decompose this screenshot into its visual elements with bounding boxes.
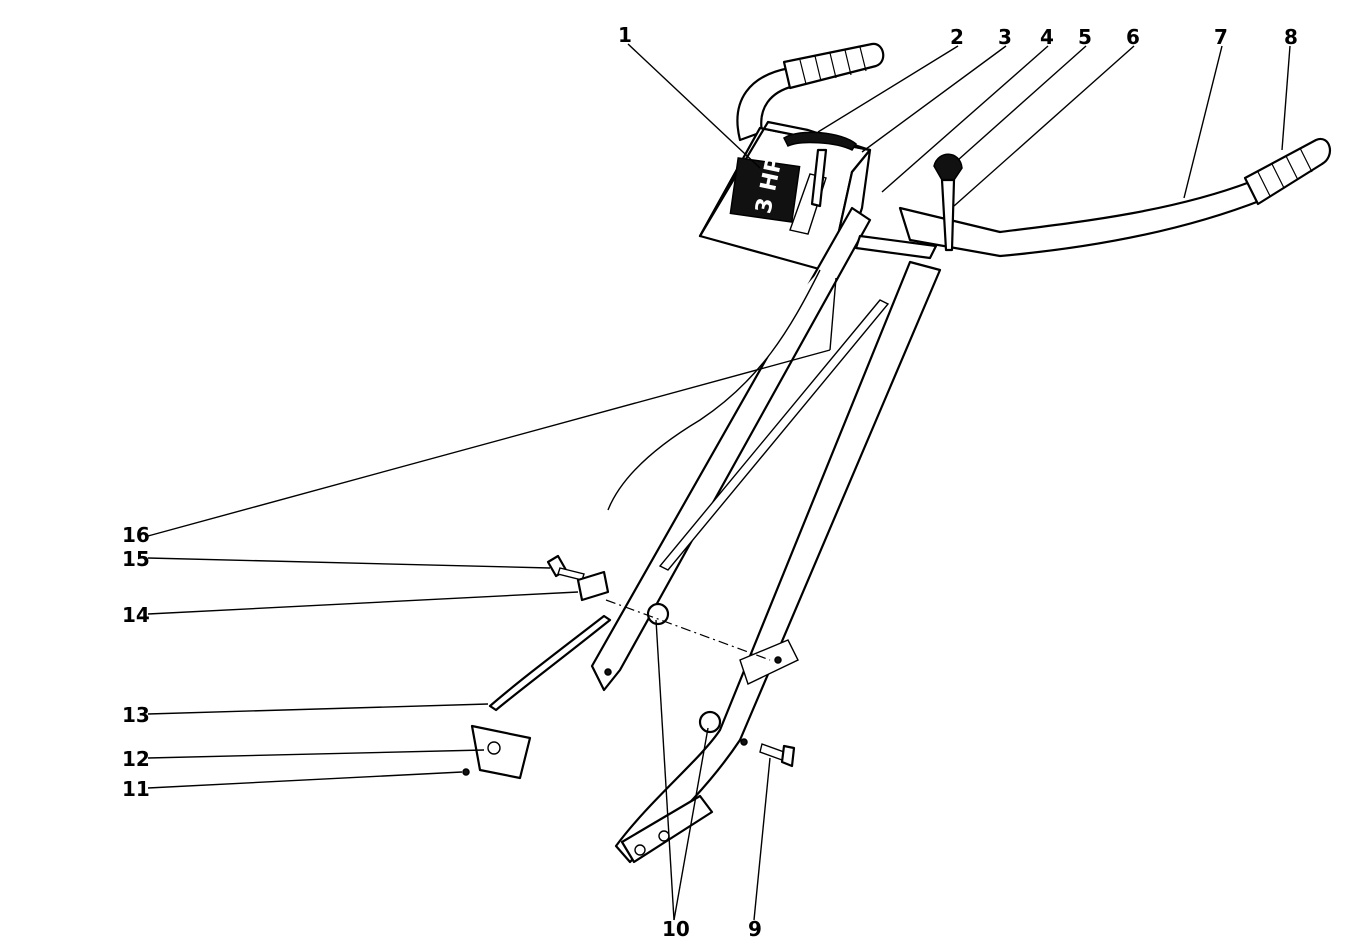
right-handle-grip	[1243, 137, 1332, 206]
callout-1: 1	[618, 23, 632, 47]
callout-16: 16	[122, 523, 150, 547]
callout-4: 4	[1040, 25, 1054, 49]
callout-7: 7	[1214, 25, 1228, 49]
callout-labels: 1 2 3 4 5 6 7 8 9 10 11 12 13 14 15 16	[122, 23, 1298, 941]
handle-frame	[590, 206, 942, 864]
callout-10: 10	[662, 917, 690, 941]
callout-6: 6	[1126, 25, 1140, 49]
callout-2: 2	[950, 25, 964, 49]
pin-11	[462, 768, 470, 776]
clutch-lever	[933, 153, 963, 252]
t-handle-lever	[783, 131, 857, 208]
callout-15: 15	[122, 547, 150, 571]
hp-decal: 3 HP	[729, 154, 801, 223]
bolt-9	[759, 743, 796, 768]
bolt-15	[546, 554, 585, 581]
nut-10	[646, 602, 722, 734]
handlebar-assembly	[736, 42, 1332, 258]
callout-9: 9	[748, 917, 762, 941]
callout-5: 5	[1078, 25, 1092, 49]
hardware-parts	[462, 554, 796, 780]
callout-8: 8	[1284, 25, 1298, 49]
callout-3: 3	[998, 25, 1012, 49]
leader-lines	[147, 43, 1291, 921]
callout-13: 13	[122, 703, 150, 727]
left-handle-grip	[782, 42, 885, 90]
callout-11: 11	[122, 777, 150, 801]
callout-14: 14	[122, 603, 150, 627]
callout-12: 12	[122, 747, 150, 771]
clip-14	[576, 570, 610, 602]
plate-12	[470, 724, 532, 780]
control-rod-13	[488, 614, 612, 712]
